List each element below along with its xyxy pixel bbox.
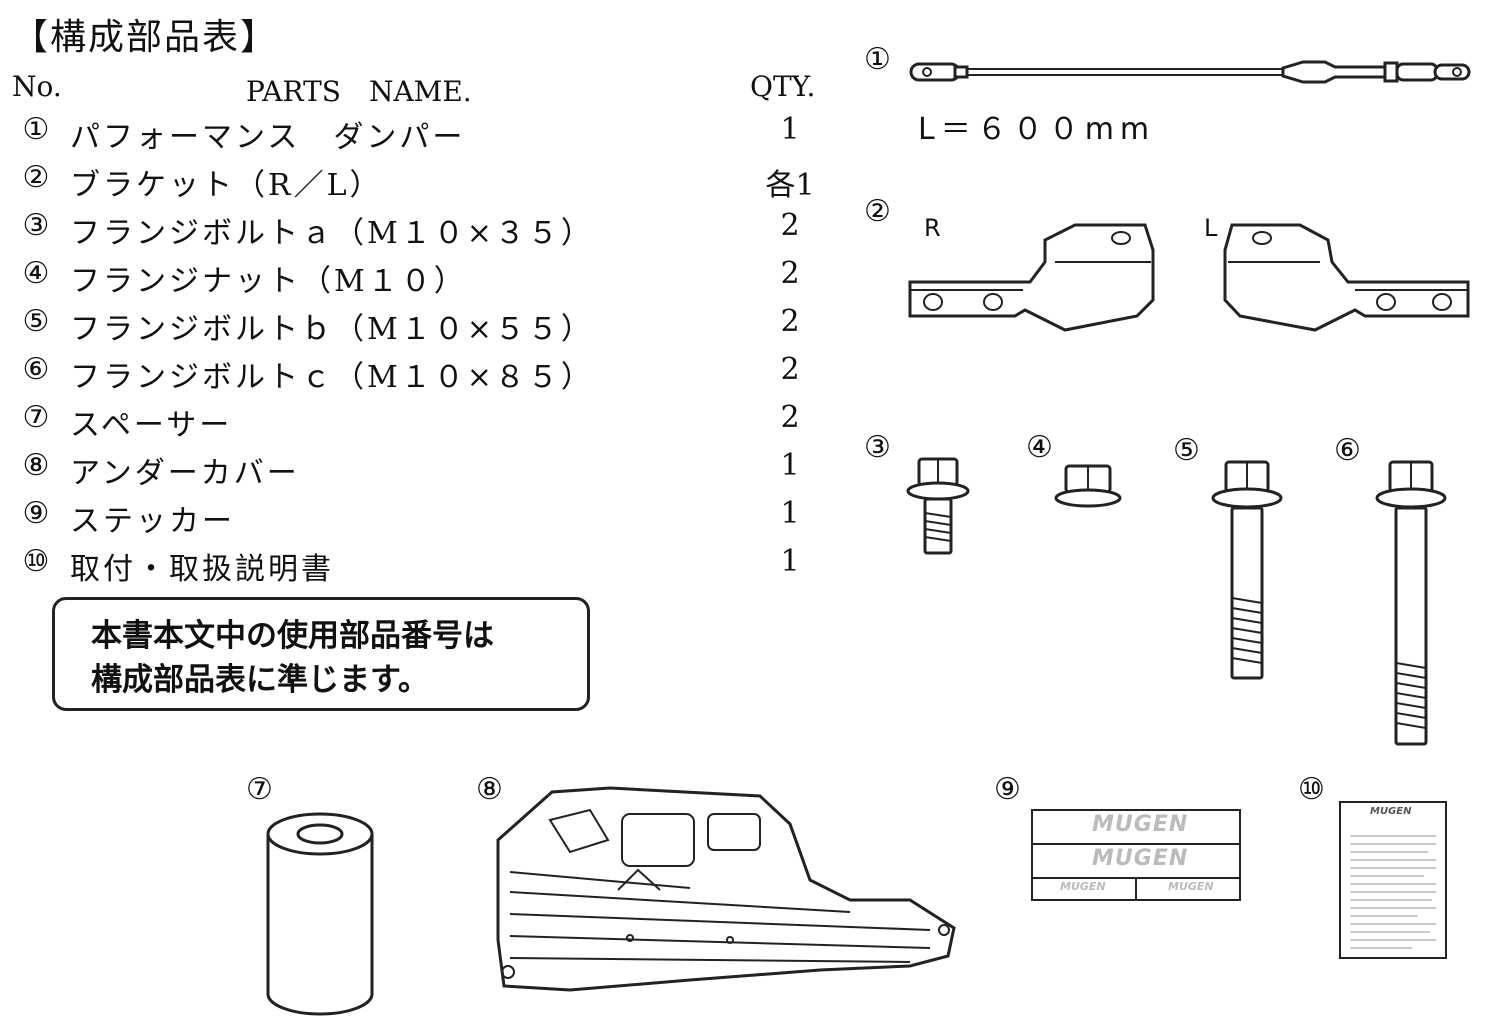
sticker-logo-text: MUGEN xyxy=(1168,880,1214,893)
part-qty: 2 xyxy=(780,352,800,387)
sticker-logo-text: MUGEN xyxy=(1092,846,1189,871)
table-row: ④ フランジナット（M１０） 2 xyxy=(12,256,832,302)
bolt-b-illustration xyxy=(1211,460,1283,680)
header-no: No. xyxy=(12,70,62,103)
part-qty: 1 xyxy=(780,448,800,483)
sticker-illustration xyxy=(1031,809,1241,901)
table-row: ⑥ フランジボルトｃ（M１０×８５） 2 xyxy=(12,352,832,398)
table-row: ⑤ フランジボルトｂ（M１０×５５） 2 xyxy=(12,304,832,350)
table-row: ③ フランジボルトａ（M１０×３５） 2 xyxy=(12,208,832,254)
bracket-right-label: R xyxy=(924,214,941,242)
part-name: ブラケット（R／L） xyxy=(70,168,383,203)
table-row: ⑧ アンダーカバー 1 xyxy=(12,448,832,494)
part-number: ⑤ xyxy=(22,304,50,339)
table-row: ⑦ スペーサー 2 xyxy=(12,400,832,446)
table-row: ⑩ 取付・取扱説明書 1 xyxy=(12,544,832,590)
part-name: ステッカー xyxy=(70,504,235,539)
bolt-b-label: ⑤ xyxy=(1173,433,1200,468)
under-cover-illustration xyxy=(496,786,956,992)
bracket-left-illustration xyxy=(1223,223,1470,332)
part-qty: 2 xyxy=(780,400,800,435)
bracket-right-illustration xyxy=(908,223,1155,332)
bolt-a-illustration xyxy=(906,457,970,555)
table-row: ⑨ ステッカー 1 xyxy=(12,496,832,542)
part-number: ⑧ xyxy=(22,448,50,483)
header-qty: QTY. xyxy=(750,70,816,103)
part-name: スペーサー xyxy=(70,408,233,443)
part-qty: 2 xyxy=(780,208,800,243)
part-number: ① xyxy=(22,112,50,147)
table-row: ② ブラケット（R／L） 各1 xyxy=(12,160,832,206)
part-name: フランジボルトａ（M１０×３５） xyxy=(70,216,594,251)
bracket-label: ② xyxy=(864,194,891,229)
part-name: フランジボルトｂ（M１０×５５） xyxy=(70,312,594,347)
sticker-logo-text: MUGEN xyxy=(1060,880,1106,893)
part-qty: 1 xyxy=(780,112,800,147)
part-name: パフォーマンス ダンパー xyxy=(70,120,466,155)
part-name: フランジナット（M１０） xyxy=(70,264,467,299)
part-qty: 2 xyxy=(780,304,800,339)
part-qty: 1 xyxy=(780,544,800,579)
spacer-label: ⑦ xyxy=(246,772,273,807)
damper-label: ① xyxy=(864,42,891,77)
part-number: ⑨ xyxy=(22,496,50,531)
nut-illustration xyxy=(1054,464,1122,508)
part-name: アンダーカバー xyxy=(70,456,300,491)
sticker-logo-text: MUGEN xyxy=(1092,812,1189,837)
part-number: ③ xyxy=(22,208,50,243)
bolt-c-label: ⑥ xyxy=(1334,433,1361,468)
sticker-label: ⑨ xyxy=(994,772,1021,807)
part-number: ⑩ xyxy=(22,544,50,579)
part-number: ⑦ xyxy=(22,400,50,435)
usage-note-line: 構成部品表に準じます。 xyxy=(91,662,429,698)
spacer-illustration xyxy=(266,812,374,1016)
part-name: 取付・取扱説明書 xyxy=(70,552,334,587)
usage-note-line: 本書本文中の使用部品番号は xyxy=(91,618,494,654)
manual-brand-text: MUGEN xyxy=(1370,806,1412,817)
page-title: 【構成部品表】 xyxy=(12,17,279,58)
part-number: ④ xyxy=(22,256,50,291)
bolt-a-label: ③ xyxy=(864,430,891,465)
nut-label: ④ xyxy=(1026,430,1053,465)
bracket-left-label: L xyxy=(1204,214,1218,242)
damper-length-label: L＝６００mm xyxy=(918,112,1156,147)
manual-label: ⑩ xyxy=(1298,772,1325,807)
part-number: ⑥ xyxy=(22,352,50,387)
table-row: ① パフォーマンス ダンパー 1 xyxy=(12,112,832,158)
damper-illustration xyxy=(909,60,1471,84)
part-qty: 各1 xyxy=(765,168,815,203)
part-number: ② xyxy=(22,160,50,195)
manual-illustration xyxy=(1339,801,1447,959)
usage-note-box: 本書本文中の使用部品番号は 構成部品表に準じます。 xyxy=(52,597,590,711)
part-qty: 2 xyxy=(780,256,800,291)
part-qty: 1 xyxy=(780,496,800,531)
header-parts-name: PARTS NAME. xyxy=(246,75,472,108)
cover-label: ⑧ xyxy=(476,772,503,807)
bolt-c-illustration xyxy=(1375,460,1447,746)
part-name: フランジボルトｃ（M１０×８５） xyxy=(70,360,594,395)
